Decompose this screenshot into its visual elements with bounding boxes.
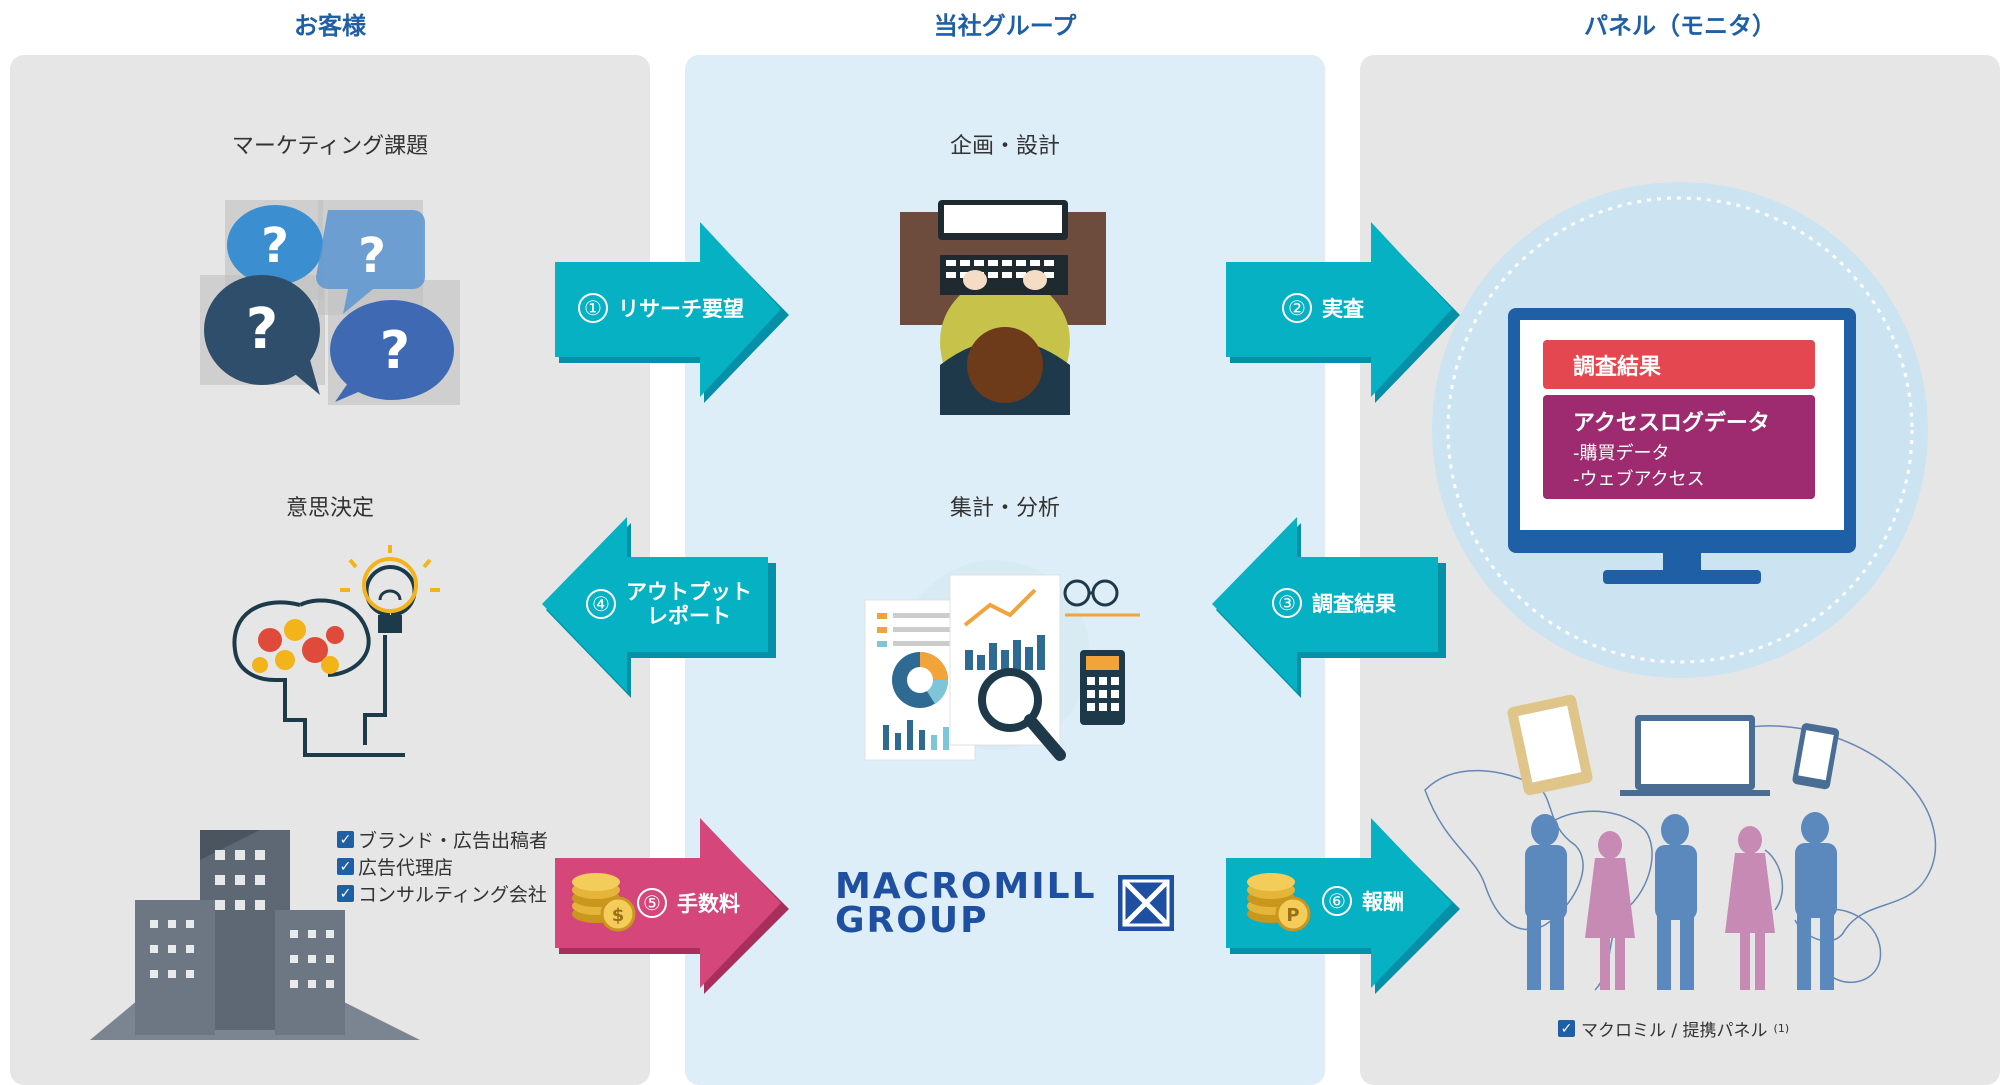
customer-item-agency: ✓広告代理店 xyxy=(337,853,548,880)
svg-text:?: ? xyxy=(246,297,278,362)
column-header-group: 当社グループ xyxy=(933,12,1077,40)
world-map-people-icon xyxy=(1424,694,1937,991)
logo-line2: GROUP xyxy=(835,900,989,942)
customer-item-consulting: ✓コンサルティング会社 xyxy=(337,880,548,907)
buildings-icon xyxy=(90,830,420,1040)
analysis-report-icon xyxy=(864,560,1140,761)
panel-note: ✓ マクロミル / 提携パネル (1) xyxy=(1558,1016,1789,1041)
result-banner: 調査結果 xyxy=(1543,340,1815,389)
arrow-research-request xyxy=(555,222,789,403)
arrow-label-output-report: ④ アウトプット レポート xyxy=(586,580,752,628)
check-icon: ✓ xyxy=(337,858,354,875)
desk-computer-icon xyxy=(900,200,1106,415)
macromill-logo: MACROMILL GROUP xyxy=(835,866,1097,942)
check-icon: ✓ xyxy=(337,885,354,902)
question-bubbles-icon: ? ? ? ? xyxy=(200,200,460,405)
label-planning: 企画・設計 xyxy=(949,134,1060,159)
svg-text:P: P xyxy=(1286,905,1299,926)
customer-list: ✓ブランド・広告出稿者 ✓広告代理店 ✓コンサルティング会社 xyxy=(337,826,548,907)
svg-text:?: ? xyxy=(380,321,410,381)
brain-lightbulb-icon xyxy=(232,545,440,757)
svg-text:?: ? xyxy=(358,228,386,284)
customer-item-brand: ✓ブランド・広告出稿者 xyxy=(337,826,548,853)
label-decision: 意思決定 xyxy=(285,496,374,521)
check-icon: ✓ xyxy=(337,831,354,848)
access-log-box: アクセスログデータ -購買データ -ウェブアクセス xyxy=(1543,395,1815,499)
logo-line1: MACROMILL xyxy=(835,866,1097,907)
column-header-customer: お客様 xyxy=(294,12,366,40)
label-analysis: 集計・分析 xyxy=(949,496,1060,521)
points-coins-icon: P xyxy=(1247,873,1311,932)
arrow-output-report xyxy=(542,517,776,698)
check-icon: ✓ xyxy=(1558,1020,1575,1037)
coins-icon: $ xyxy=(572,873,636,932)
macromill-mark-icon xyxy=(1118,875,1174,931)
svg-text:?: ? xyxy=(261,218,289,274)
svg-text:$: $ xyxy=(612,905,625,926)
arrow-fieldwork xyxy=(1226,222,1460,403)
arrow-fees xyxy=(555,818,789,994)
arrow-survey-results xyxy=(1212,517,1446,698)
column-header-panel: パネル（モニタ） xyxy=(1584,12,1776,40)
label-marketing-issue: マーケティング課題 xyxy=(231,134,429,159)
